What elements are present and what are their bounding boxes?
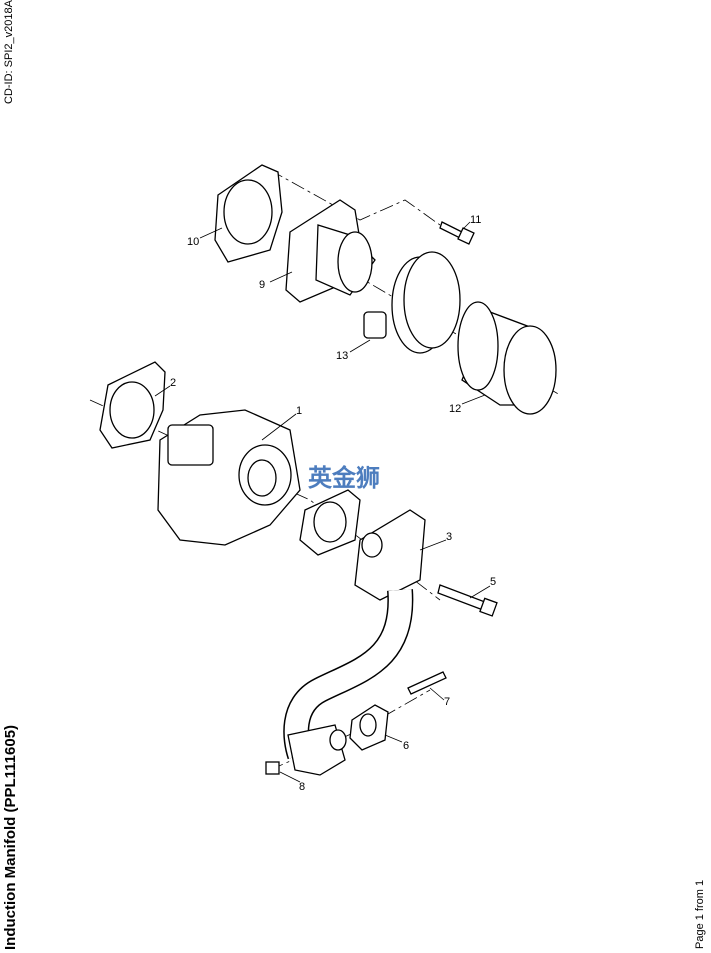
callout-13: 13 — [336, 350, 348, 362]
callout-6: 6 — [403, 740, 409, 752]
leader-lines — [154, 221, 491, 783]
part-12-sleeve — [457, 301, 557, 415]
part-13-clamp — [363, 251, 461, 354]
watermark: 英金狮 — [308, 464, 380, 492]
part-11-bolt — [439, 221, 475, 245]
callout-10: 10 — [187, 236, 199, 248]
part-3-pipe — [283, 509, 426, 776]
part-10-gasket — [214, 164, 283, 263]
callout-5: 5 — [490, 576, 496, 588]
callout-2: 2 — [170, 377, 176, 389]
callout-1: 1 — [296, 405, 302, 417]
part-9-flange-tube — [285, 199, 376, 303]
callout-7: 7 — [444, 696, 450, 708]
part-2-gasket — [99, 361, 166, 449]
part-7-stud — [407, 671, 447, 695]
callout-8: 8 — [299, 781, 305, 793]
callout-9: 9 — [259, 279, 265, 291]
part-4-gasket — [299, 489, 361, 556]
part-5-bolt — [437, 584, 498, 617]
part-1-throttle-body — [157, 409, 301, 546]
axis-line — [269, 169, 441, 226]
callout-12: 12 — [449, 403, 461, 415]
part-6-gasket — [349, 704, 389, 751]
callout-11: 11 — [470, 214, 481, 226]
part-8-nut — [265, 761, 280, 775]
callout-3: 3 — [446, 531, 452, 543]
